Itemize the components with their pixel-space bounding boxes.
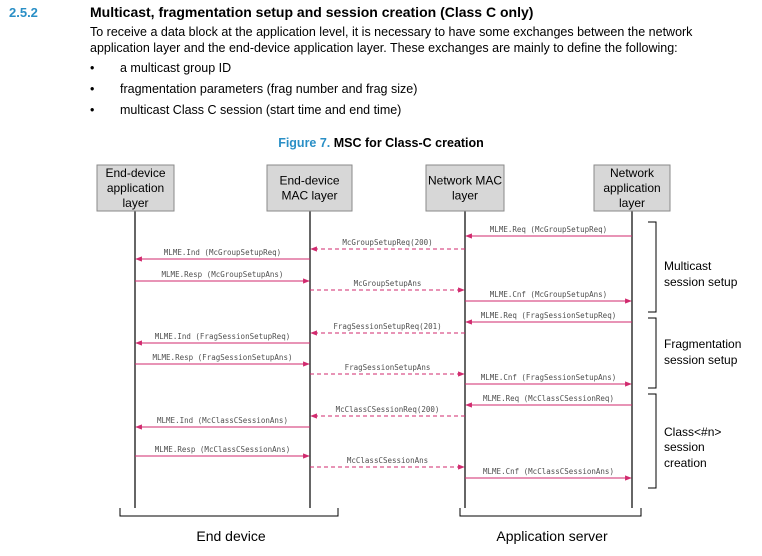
entity-box	[593, 164, 671, 212]
phase-label: Fragmentation	[664, 337, 741, 351]
entity-label: layer	[122, 196, 148, 210]
bullet-text: multicast Class C session (start time an…	[120, 103, 402, 117]
message-label: McGroupSetupReq(200)	[342, 238, 432, 247]
figure-caption: Figure 7. MSC for Class-C creation	[0, 136, 762, 150]
message-label: MLME.Ind (McGroupSetupReq)	[164, 248, 281, 257]
entity-label: application	[603, 181, 660, 195]
message-label: MLME.Req (McClassCSessionReq)	[483, 394, 614, 403]
message-label: McClassCSessionReq(200)	[336, 405, 440, 414]
intro-paragraph: To receive a data block at the applicati…	[90, 25, 693, 55]
message-label: McClassCSessionAns	[347, 456, 428, 465]
phase-label: session	[664, 440, 705, 454]
bullet-list: • a multicast group ID • fragmentation par…	[90, 60, 417, 123]
message-label: MLME.Req (McGroupSetupReq)	[490, 225, 607, 234]
phase-bracket	[648, 221, 657, 313]
phase-label: creation	[664, 456, 707, 470]
entity-label: layer	[619, 196, 645, 210]
entity-box	[425, 164, 505, 212]
group-bracket	[119, 508, 339, 517]
list-item: • multicast Class C session (start time a…	[90, 102, 417, 123]
entity-label: MAC layer	[281, 189, 337, 203]
phase-bracket	[648, 393, 657, 489]
entity-label: Network MAC	[428, 174, 502, 188]
group-label: Application server	[496, 528, 608, 544]
bullet-icon: •	[90, 103, 95, 117]
entity-label: Network	[610, 166, 655, 180]
message-label: MLME.Cnf (FragSessionSetupAns)	[481, 373, 616, 382]
phase-label: session setup	[664, 275, 738, 289]
bullet-icon: •	[90, 82, 95, 96]
section-title: Multicast, fragmentation setup and sessi…	[90, 4, 534, 20]
list-item: • fragmentation parameters (frag number a…	[90, 81, 417, 102]
message-label: MLME.Resp (McGroupSetupAns)	[162, 270, 284, 279]
phase-bracket	[648, 317, 657, 389]
phase-label: Multicast	[664, 259, 712, 273]
message-label: MLME.Cnf (McGroupSetupAns)	[490, 290, 607, 299]
entity-label: layer	[452, 189, 478, 203]
message-label: MLME.Ind (McClassCSessionAns)	[157, 416, 288, 425]
group-label: End device	[196, 528, 265, 544]
figure-number: Figure 7.	[278, 136, 331, 150]
message-label: MLME.Ind (FragSessionSetupReq)	[155, 332, 290, 341]
message-label: MLME.Cnf (McClassCSessionAns)	[483, 467, 614, 476]
message-label: FragSessionSetupAns	[345, 363, 431, 372]
entity-label: End-device	[279, 174, 339, 188]
entity-label: End-device	[105, 166, 165, 180]
entity-label: application	[107, 181, 164, 195]
list-item: • a multicast group ID	[90, 60, 417, 81]
group-bracket	[459, 508, 642, 517]
bullet-text: a multicast group ID	[120, 61, 232, 75]
entity-box	[96, 164, 175, 212]
entity-box	[266, 164, 353, 212]
phase-label: session setup	[664, 353, 738, 367]
message-label: FragSessionSetupReq(201)	[333, 322, 441, 331]
message-label: MLME.Resp (McClassCSessionAns)	[155, 445, 290, 454]
message-label: MLME.Resp (FragSessionSetupAns)	[153, 353, 293, 362]
message-label: McGroupSetupAns	[354, 279, 422, 288]
bullet-icon: •	[90, 61, 95, 75]
section-number: 2.5.2	[9, 5, 38, 20]
message-label: MLME.Req (FragSessionSetupReq)	[481, 311, 616, 320]
phase-label: Class<#n>	[664, 425, 721, 439]
bullet-text: fragmentation parameters (frag number an…	[120, 82, 418, 96]
figure-title: MSC for Class-C creation	[333, 136, 484, 150]
